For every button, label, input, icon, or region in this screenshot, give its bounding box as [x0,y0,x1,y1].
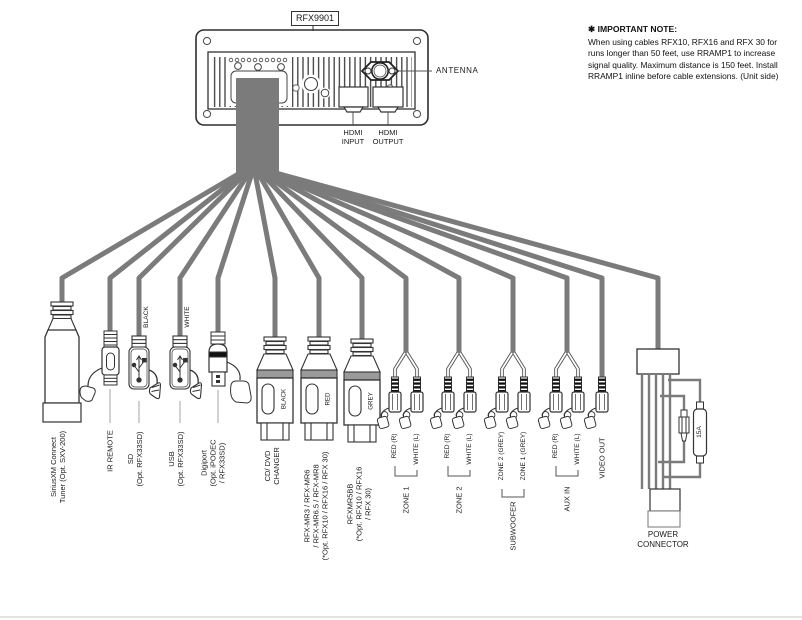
note-line: When using cables RFX10, RFX16 and RFX 3… [588,36,777,47]
digiport-connector-icon [208,331,252,404]
subwoofer-zone2-label: ZONE 2 (GREY) [498,431,505,481]
aux-in-label: AUX IN [562,486,572,512]
hdmi-ports [338,86,404,113]
important-note: ✱ IMPORTANT NOTE: When using cables RFX1… [588,24,800,83]
rfxmr5bb-connector-icon [343,338,381,443]
usb-connector-icon [169,335,203,400]
cable-fan [59,170,661,378]
usb-label: USB(Opt. RFX33SD) [167,431,185,487]
sd-connector-icon [128,335,162,400]
antenna-connector-icon [360,61,400,81]
ir-remote-label: IR REMOTE [105,430,115,472]
pair-brackets [394,466,579,498]
rfx-mr-plug-color: RED [324,392,332,406]
cd-dvd-plug-color: BLACK [280,388,288,410]
video-out-label: VIDEO OUT [597,437,607,479]
sd-label: SD(Opt. RFX33SD) [126,431,144,487]
fuse-label: 15A [696,426,703,438]
rfxmr5bb-label: RFXMR5BB(*Opt. RFX10 / RFX16/ RFX 30) [345,466,373,542]
zone1-label: ZONE 1 [401,486,411,514]
antenna-label: ANTENNA [436,66,479,75]
cd-dvd-changer-connector-icon [256,336,294,441]
model-label: RFX9901 [291,11,340,26]
zone1-right-channel-label: RED (R) [391,433,398,459]
video-out-plug-icon [583,376,609,430]
label-leader-lines [109,389,219,423]
sd-wire-tag: BLACK [143,306,150,328]
rfxmr5bb-plug-color: GREY [367,392,375,410]
zone2-label: ZONE 2 [454,486,464,514]
ribbon-cable [236,78,279,175]
digiport-label: Digiport(Opt. iPODEC/ RFX33SD) [199,439,227,487]
usb-wire-tag: WHITE [184,306,191,328]
zone2-right-channel-label: RED (R) [444,433,451,459]
head-unit [195,25,432,175]
rca-plugs [376,376,609,430]
corner-screw-icon [202,36,422,119]
hdmi-output-label: HDMI OUTPUT [372,128,404,146]
power-connector-label: POWER CONNECTOR [637,530,689,549]
subwoofer-zone1-label: ZONE 1 (GREY) [520,431,527,481]
rfx-mr-label: RFX-MR3 / RFX-MR6/ RFX-MR6.5 / RFX-MR8(*… [302,451,330,561]
ir-remote-connector-icon [79,330,120,402]
rfx-mr-connector-icon [300,336,338,441]
auxin-left-channel-label: WHITE (L) [574,433,581,465]
zone2-left-channel-label: WHITE (L) [466,433,473,465]
power-connector-icon [636,348,708,528]
note-line: runs longer than 50 feet, use RRAMP1 to … [588,48,776,58]
auxin-right-channel-label: RED (R) [552,433,559,459]
rca-split-cables [393,352,580,378]
subwoofer-label: SUBWOOFER [508,501,518,551]
note-title: ✱ IMPORTANT NOTE: [588,24,678,34]
siriusxm-connector-icon [42,301,82,423]
hdmi-input-label: HDMI INPUT [341,128,365,146]
note-line: RRAMP1 inline before cable extensions. (… [588,71,779,81]
note-line: signal quality. Maximum distance is 150 … [588,59,778,70]
zone1-left-channel-label: WHITE (L) [413,433,420,465]
